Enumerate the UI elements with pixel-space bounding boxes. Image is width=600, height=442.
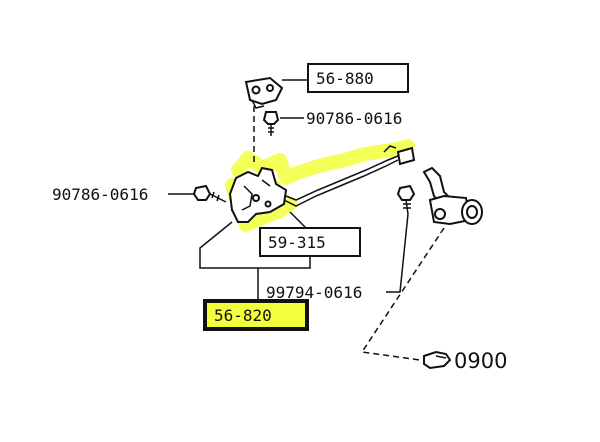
ref-0900-text: 0900	[454, 349, 507, 373]
pointing-hand-icon	[423, 350, 452, 370]
ref-0900: 0900	[423, 349, 507, 373]
callout-56-820: 56-820	[203, 299, 309, 331]
bolt-right-icon	[396, 184, 416, 215]
leader-bracket	[199, 221, 258, 269]
callout-bolt-top-text: 90786-0616	[306, 109, 402, 128]
release-cable	[283, 159, 399, 207]
callout-59-315-text: 59-315	[268, 233, 326, 252]
latch-part	[228, 166, 288, 223]
dashed-line-ref	[360, 227, 445, 361]
top-bracket-part	[244, 76, 284, 109]
callout-56-820-text: 56-820	[214, 306, 272, 325]
callout-59-315: 59-315	[259, 227, 361, 257]
callout-bolt-right-text: 99794-0616	[266, 283, 362, 302]
bolt-top-icon	[262, 111, 280, 136]
leader-bolt-right	[386, 213, 409, 293]
callout-56-880-text: 56-880	[316, 69, 374, 88]
bolt-left-icon	[192, 184, 227, 203]
callout-56-880: 56-880	[282, 63, 409, 93]
callout-bolt-left-text: 90786-0616	[52, 185, 148, 204]
key-cylinder-part	[422, 166, 483, 226]
cable-end	[396, 146, 416, 166]
